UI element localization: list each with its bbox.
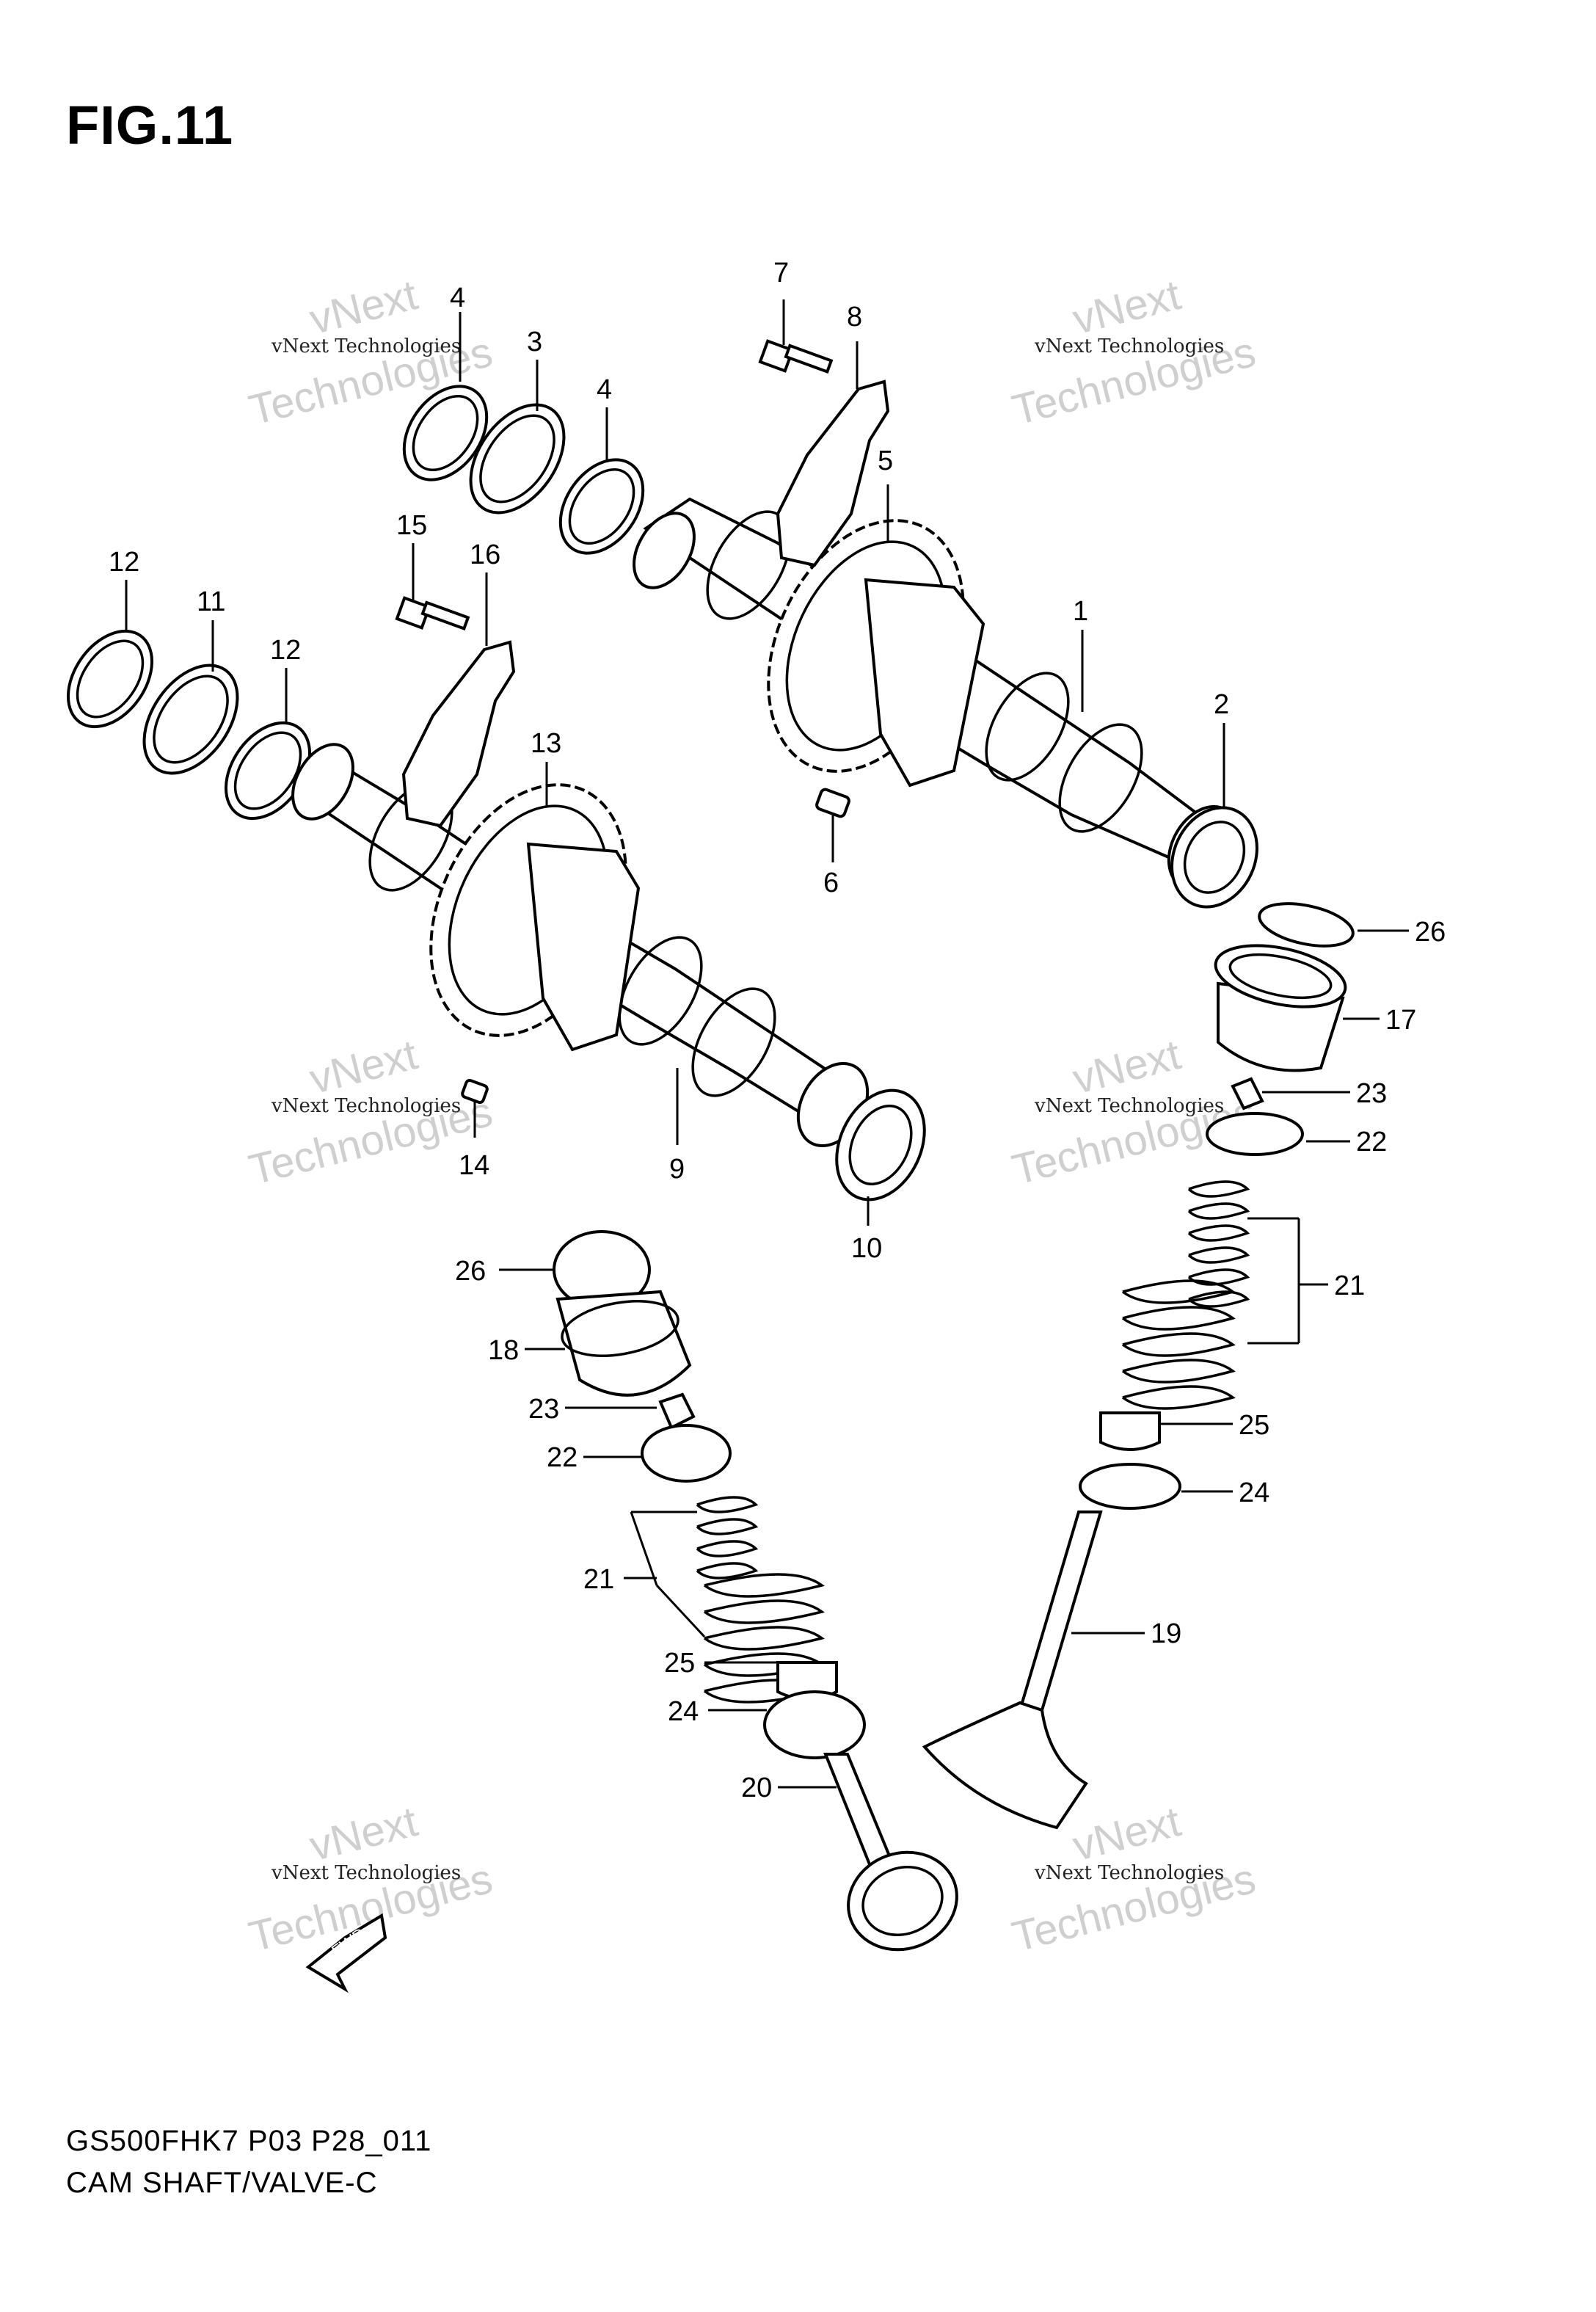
callout-24-left: 24 [668,1696,699,1727]
callout-9: 9 [669,1154,685,1185]
callout-3: 3 [527,327,542,357]
tappet-17 [1214,944,1347,1072]
callout-16: 16 [470,539,500,570]
callout-2: 2 [1214,689,1229,720]
callout-12-right: 12 [270,635,301,666]
callout-25-left: 25 [664,1648,695,1679]
spring-seat-24-right [1079,1463,1181,1510]
leader-lines [125,299,1409,1789]
pin-6 [815,788,850,818]
callout-14: 14 [459,1150,489,1181]
chain-guide-16 [401,640,516,828]
tappet-18 [555,1290,692,1397]
watermark-text: vNext Technologies [1034,1862,1224,1884]
washer-12-left [66,629,154,729]
diagram-code: GS500FHK7 P03 P28_011 [66,2125,432,2157]
callout-8: 8 [847,302,862,332]
watermark-brand: vNext [305,271,423,343]
washer-2 [1170,806,1258,909]
watermark-brand: vNext [1068,271,1186,343]
watermark-brand: vNext [305,1030,423,1103]
diagram-name: CAM SHAFT/VALVE-C [66,2167,378,2199]
watermark-text: vNext Technologies [271,335,461,357]
callout-26-right: 26 [1415,917,1446,948]
valve-20 [823,1753,958,1952]
callout-26-left: 26 [455,1256,486,1287]
figure-title: FIG.11 [66,95,234,156]
watermark-text: vNext Technologies [1034,1095,1224,1117]
watermark-brand: vNext [1068,1797,1186,1870]
callout-17: 17 [1385,1005,1416,1036]
callout-1: 1 [1073,596,1088,627]
sprocket-5 [767,519,985,788]
callout-4-upper: 4 [450,283,465,313]
watermark-text: vNext Technologies [271,1095,461,1117]
shim-26-right [1258,902,1355,948]
callout-11: 11 [197,586,225,617]
callout-19: 19 [1151,1618,1181,1649]
valve-19 [922,1511,1103,1830]
callout-23-right: 23 [1356,1078,1387,1109]
callout-25-right: 25 [1239,1410,1269,1441]
retainer-22-left [641,1424,732,1483]
springs-21-right [1121,1180,1250,1410]
fwd-arrow: FWD [305,1913,387,1993]
callout-15: 15 [396,510,427,541]
callout-22-left: 22 [547,1442,577,1473]
watermark-brand: vNext [305,1797,423,1870]
callout-23-left: 23 [528,1394,559,1425]
callout-21-right: 21 [1334,1270,1365,1301]
washer-10 [835,1088,926,1202]
callout-12-left: 12 [109,547,139,578]
oil-seal-11 [142,664,239,775]
callout-6: 6 [823,868,839,898]
callout-10: 10 [851,1233,882,1264]
chain-guide-8 [776,379,890,567]
bolt-7 [758,339,834,374]
springs-21-left [696,1496,825,1704]
callout-7: 7 [773,258,789,288]
callout-21-left: 21 [583,1564,614,1595]
callout-22-right: 22 [1356,1127,1387,1157]
callout-13: 13 [531,728,561,759]
oil-seal-3 [469,403,566,515]
cotter-23-left [658,1392,696,1430]
cotter-23-right [1231,1077,1264,1110]
pin-14 [461,1079,489,1104]
washer-4-upper [402,385,489,481]
callout-24-right: 24 [1239,1477,1269,1508]
bolt-15 [395,596,470,631]
callout-20: 20 [741,1773,772,1803]
retainer-22-right [1206,1112,1304,1156]
callout-5: 5 [878,446,893,476]
watermark-brand: vNext [1068,1030,1186,1103]
sprocket-13 [429,783,641,1052]
washer-4-lower [558,458,645,555]
oil-seal-25-right [1099,1411,1161,1451]
callouts: 4 3 4 7 8 5 1 2 6 26 17 23 22 21 25 24 1… [109,258,1446,1803]
watermark-text: vNext Technologies [1034,335,1224,357]
spring-seat-24-left [763,1690,866,1759]
watermark-text: vNext Technologies [271,1862,461,1884]
callout-18: 18 [488,1335,519,1366]
callout-4-lower: 4 [597,374,612,405]
